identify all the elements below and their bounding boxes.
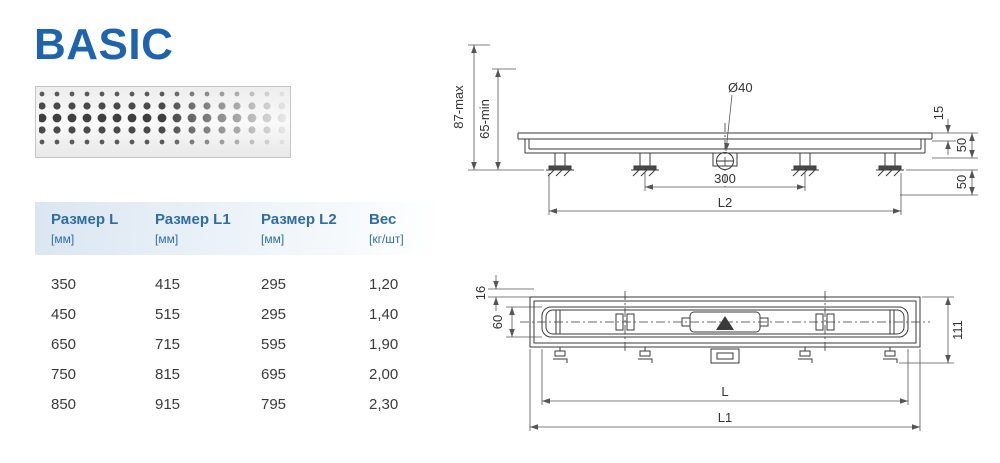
table-row: 350 415 295 1,20 bbox=[51, 269, 439, 299]
table-cell: 650 bbox=[51, 335, 77, 353]
table-cell: 1,90 bbox=[369, 335, 399, 353]
side-view-labels: 87-max 65-min Ø40 15 50 50 300 L2 bbox=[451, 80, 969, 210]
table-cell: 295 bbox=[261, 305, 287, 323]
table-cell: 1,20 bbox=[369, 275, 399, 293]
dim-111-label: 111 bbox=[950, 320, 965, 340]
dim-15-label: 15 bbox=[931, 106, 946, 120]
table-cell: 795 bbox=[261, 395, 287, 413]
col-header-label: Размер L1 bbox=[155, 211, 231, 228]
dim-l2-label: L2 bbox=[718, 195, 732, 210]
table-row: 750 815 695 2,00 bbox=[51, 359, 439, 389]
col-header-size-l: Размер L [мм] bbox=[51, 211, 155, 246]
table-cell: 2,00 bbox=[369, 365, 399, 383]
table-cell: 450 bbox=[51, 305, 77, 323]
col-header-unit: [кг/шт] bbox=[369, 232, 404, 246]
col-header-unit: [мм] bbox=[155, 232, 179, 246]
dim-87max-label: 87-max bbox=[451, 85, 466, 129]
dim-65min-label: 65-min bbox=[477, 99, 492, 139]
col-header-size-l2: Размер L2 [мм] bbox=[261, 211, 369, 246]
table-cell: 515 bbox=[155, 305, 181, 323]
product-title: BASIC bbox=[34, 20, 174, 69]
dim-l1-label: L1 bbox=[718, 410, 732, 425]
table-cell: 915 bbox=[155, 395, 181, 413]
table-cell: 1,40 bbox=[369, 305, 399, 323]
table-cell: 595 bbox=[261, 335, 287, 353]
table-cell: 815 bbox=[155, 365, 181, 383]
col-header-label: Размер L bbox=[51, 211, 119, 228]
side-view-dimensions bbox=[468, 44, 978, 215]
top-view-dimensions bbox=[488, 275, 954, 431]
table-cell: 715 bbox=[155, 335, 181, 353]
technical-drawings: 87-max 65-min Ø40 15 50 50 300 L2 bbox=[451, 44, 978, 431]
col-header-label: Вес bbox=[369, 211, 397, 228]
top-view-labels: 16 60 111 L L1 bbox=[473, 286, 965, 425]
table-cell: 295 bbox=[261, 275, 287, 293]
col-header-unit: [мм] bbox=[261, 232, 285, 246]
table-cell: 695 bbox=[261, 365, 287, 383]
grate-dots-graphic bbox=[35, 86, 291, 158]
table-cell: 850 bbox=[51, 395, 77, 413]
dim-50-top-label: 50 bbox=[954, 138, 969, 152]
dim-16-label: 16 bbox=[473, 286, 488, 300]
col-header-unit: [мм] bbox=[51, 232, 75, 246]
table-row: 850 915 795 2,30 bbox=[51, 389, 439, 419]
top-view-drawing bbox=[520, 291, 930, 364]
dim-300-label: 300 bbox=[714, 171, 736, 186]
table-cell: 750 bbox=[51, 365, 77, 383]
table-row: 650 715 595 1,90 bbox=[51, 329, 439, 359]
table-cell: 415 bbox=[155, 275, 181, 293]
col-header-label: Размер L2 bbox=[261, 211, 337, 228]
table-row: 450 515 295 1,40 bbox=[51, 299, 439, 329]
size-table: Размер L [мм] Размер L1 [мм] Размер L2 [… bbox=[35, 202, 439, 419]
table-cell: 350 bbox=[51, 275, 77, 293]
drain-grate-image bbox=[35, 86, 291, 163]
dim-60-label: 60 bbox=[490, 315, 505, 329]
table-header-row: Размер L [мм] Размер L1 [мм] Размер L2 [… bbox=[35, 202, 439, 255]
table-cell: 2,30 bbox=[369, 395, 399, 413]
dim-diameter-label: Ø40 bbox=[728, 80, 753, 95]
dim-l-label: L bbox=[721, 384, 728, 399]
col-header-size-l1: Размер L1 [мм] bbox=[155, 211, 261, 246]
dim-50-bottom-label: 50 bbox=[954, 175, 969, 189]
col-header-weight: Вес [кг/шт] bbox=[369, 211, 455, 246]
table-body: 350 415 295 1,20 450 515 295 1,40 650 71… bbox=[35, 269, 439, 419]
